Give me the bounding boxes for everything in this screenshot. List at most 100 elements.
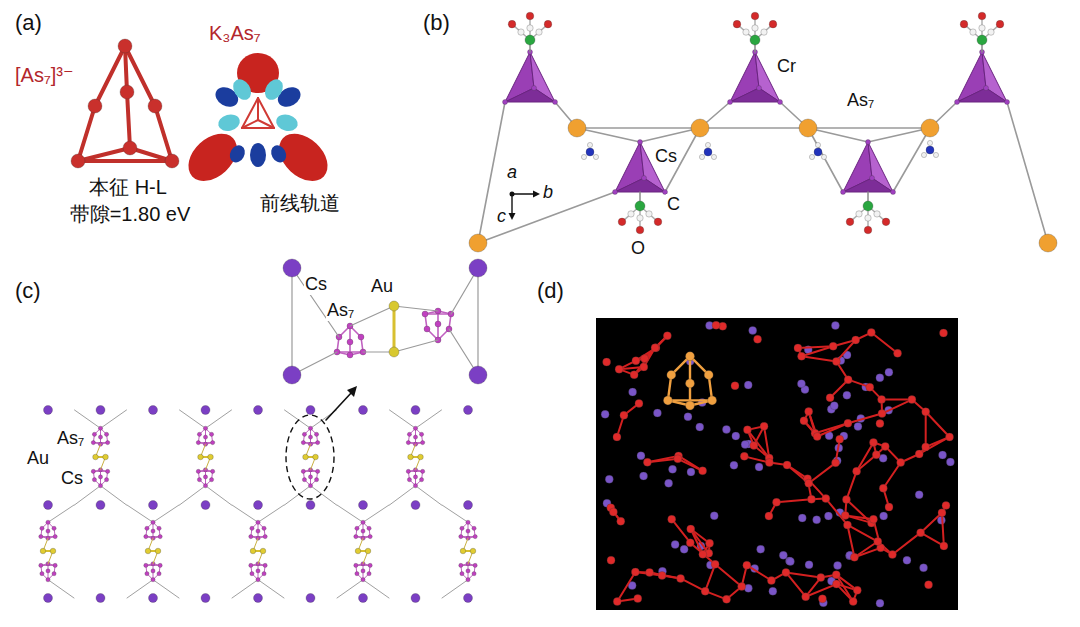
au-atom [355,548,361,554]
cs-atom [464,501,473,510]
o-atom [864,226,872,234]
as-atom [472,572,476,576]
c-atom [874,211,880,217]
as-bond [847,525,854,557]
as7-cluster [334,323,366,358]
as7-tetrahedron [728,50,783,105]
as-atom [472,526,476,530]
au-atom [208,454,214,460]
cs-atom [201,594,210,603]
as7-cluster [301,468,320,488]
tetra-face [957,88,1007,102]
o-atom [618,218,626,226]
as-atom [743,561,751,569]
as-atom [314,432,318,436]
as-atom [708,396,717,405]
as-atom [165,154,179,168]
as-bond [747,565,772,580]
as-bond [786,572,821,577]
cs-atom [283,366,301,384]
cs-atom [691,119,709,137]
au-atom [40,548,46,554]
as-bond [242,120,258,128]
tetra-face [730,88,780,102]
cs-atom [464,594,473,603]
atom-label: Cs [654,146,678,167]
axes [509,191,541,221]
as-atom [203,435,207,439]
cs-atom [96,594,105,603]
as-atom [106,441,110,445]
as-bond [258,98,274,128]
axis-origin [510,192,515,197]
as-atom [712,321,720,329]
cs-atom [1039,234,1057,252]
as-atom [249,563,253,567]
as-atom [894,349,902,357]
as-atom [203,475,207,479]
cs-atom [44,406,53,415]
au-atom [155,548,161,554]
as-atom [459,535,463,539]
as-atom [686,379,695,388]
as-atom [250,572,254,576]
cs-atom [149,594,158,603]
cluster-formula: [As₇]³⁻ [14,64,75,87]
as-atom [706,539,714,547]
as-atom [805,479,813,487]
as-atom [757,86,762,91]
as-atom [46,529,50,533]
as-atom [922,408,930,416]
cs-atom [306,594,315,603]
as-atom [609,508,617,516]
cs-atom [254,501,263,510]
as-atom [888,550,896,558]
cs-link [180,486,206,505]
as-atom [158,563,162,567]
as7-cluster [91,468,110,488]
as-atom [613,598,621,606]
cs-atom [629,388,637,396]
cs-atom [568,119,586,137]
au-atom [389,301,399,311]
cs-atom [44,594,53,603]
au-as-bond [394,306,438,311]
as-atom [728,100,733,105]
as-atom [197,432,201,436]
cs-atom [201,406,210,415]
cs-link [893,128,930,192]
as-atom [419,432,423,436]
as7-tetrahedron [955,50,1010,105]
cs-atom [805,561,813,569]
nh3 [809,142,826,159]
o-atom [526,12,534,20]
atom-label: O [630,238,646,259]
as-atom [613,433,621,441]
cs-link [478,102,1048,243]
as-atom [879,484,887,492]
as-atom [203,484,207,488]
as-atom [347,352,353,358]
au-atom [198,454,204,460]
cs-link [808,127,930,129]
cs-atom [637,452,645,460]
as-atom [354,535,358,539]
as-atom [46,578,50,582]
as-atom [361,520,365,524]
as-atom [783,461,791,469]
cs-atom [605,475,613,483]
frontier-orbital [179,53,337,190]
cs-atom [149,406,158,415]
as-bond [809,463,836,483]
cs-atom [254,594,263,603]
as-atom [104,432,108,436]
as-atom [466,529,470,533]
as-atom [123,141,137,155]
as-atom [459,563,463,567]
as-atom [407,432,411,436]
as-atom [686,352,695,361]
cs-atom [44,501,53,510]
as7-cluster [422,308,454,343]
o-atom [654,218,662,226]
